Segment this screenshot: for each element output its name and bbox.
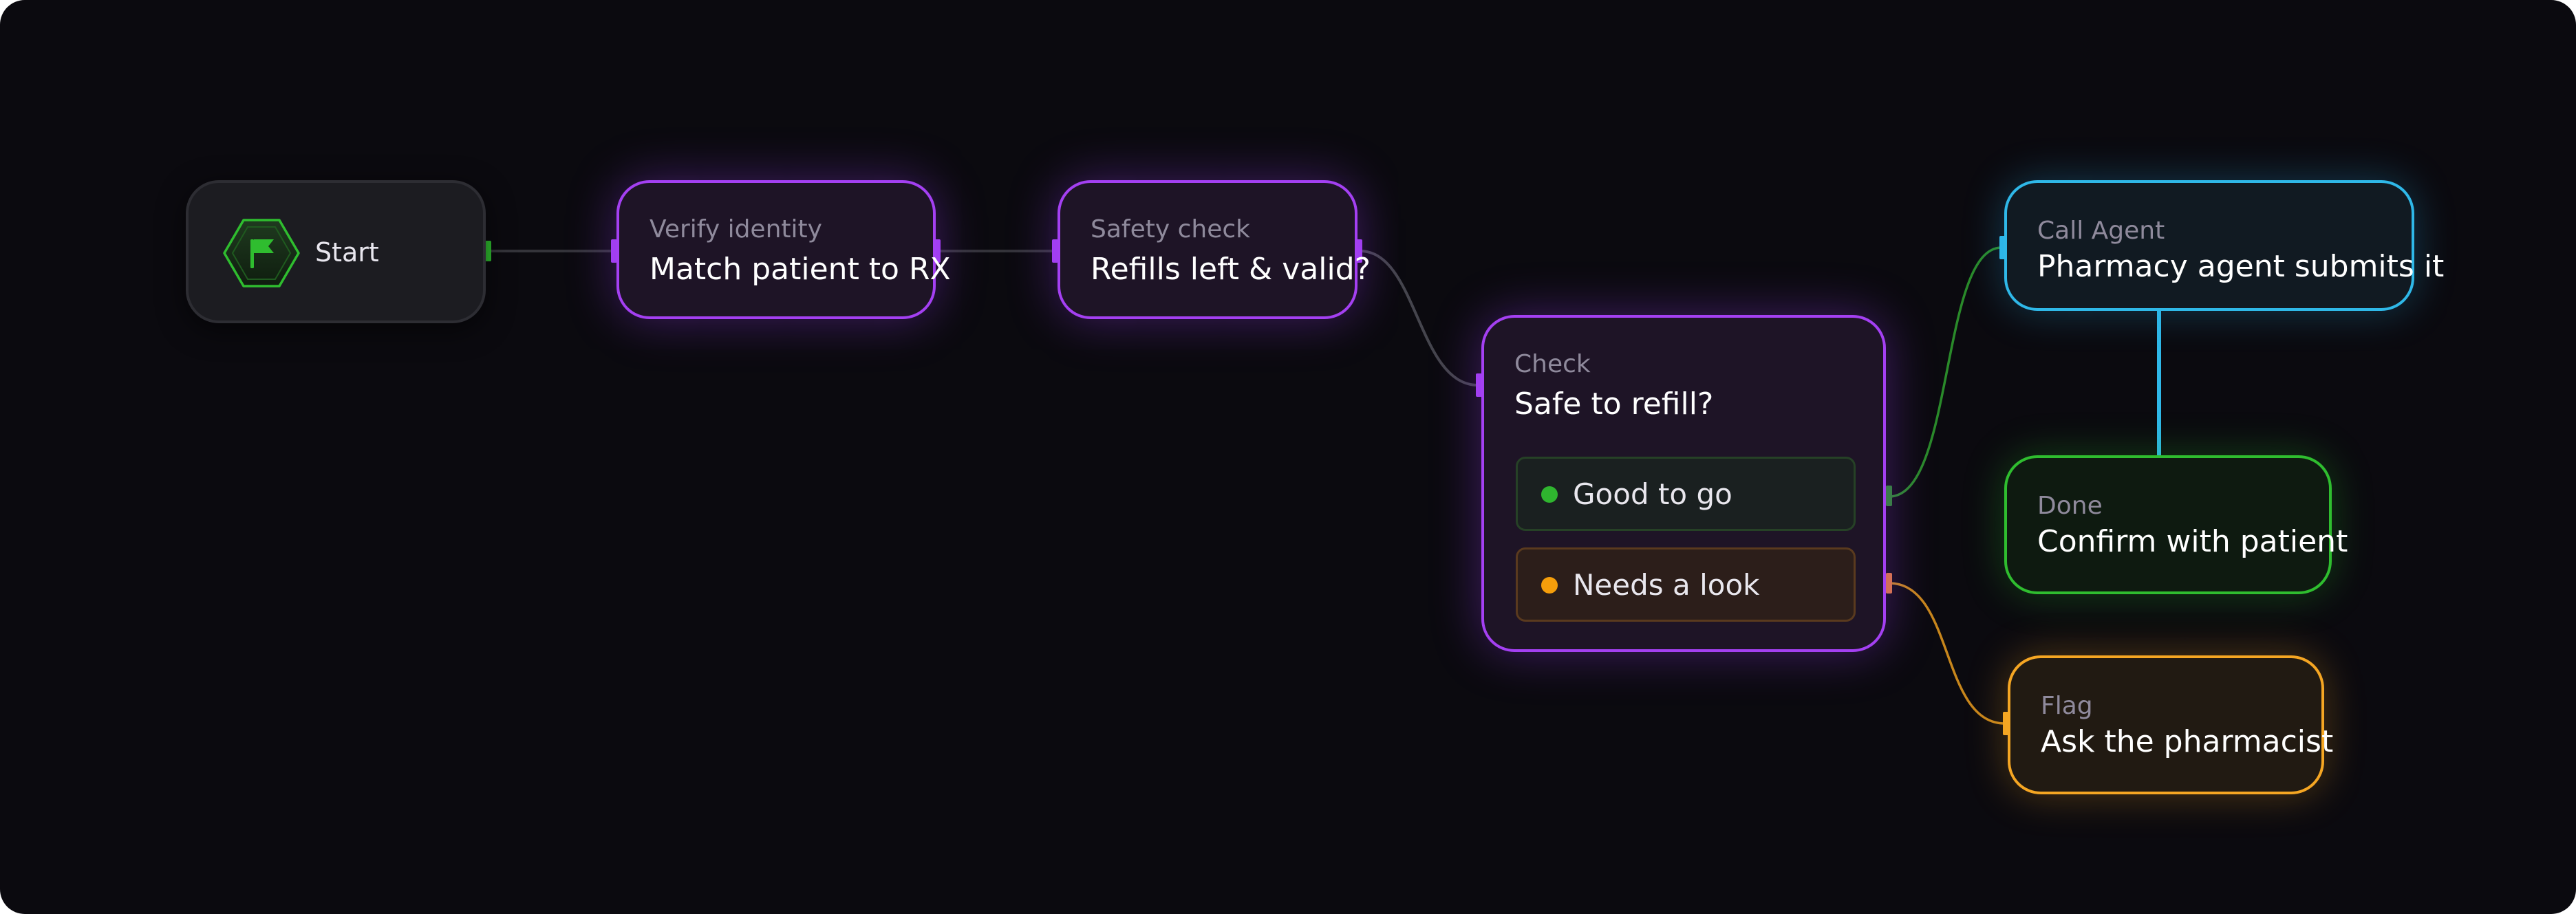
node-safety-label: Safety check [1091, 215, 1250, 243]
node-flag-label: Flag [2041, 692, 2093, 720]
flag-icon [223, 219, 300, 287]
node-check[interactable]: Check Safe to refill? Good to go Needs a… [1481, 315, 1886, 652]
node-safety-text: Refills left & valid? [1091, 252, 1371, 287]
node-start-label: Start [315, 237, 379, 268]
node-call-agent[interactable]: Call Agent Pharmacy agent submits it [2004, 180, 2444, 311]
node-start[interactable]: Start [186, 180, 486, 323]
node-verify-label: Verify identity [650, 215, 822, 243]
node-call-text: Pharmacy agent submits it [2037, 249, 2445, 284]
node-check-text: Safe to refill? [1514, 387, 1714, 422]
handle-good-out[interactable] [1886, 486, 1892, 506]
node-done-text: Confirm with patient [2037, 524, 2348, 559]
option-good-to-go[interactable]: Good to go [1516, 457, 1856, 531]
node-safety-check[interactable]: Safety check Refills left & valid? [1058, 180, 1371, 319]
edge-good-call [1889, 246, 2002, 498]
edge-safety-check [1360, 250, 1479, 387]
handle-look-out[interactable] [1886, 573, 1892, 594]
edge-look-flag [1889, 582, 2006, 725]
node-flag-text: Ask the pharmacist [2041, 724, 2334, 759]
node-done[interactable]: Done Confirm with patient [2004, 455, 2348, 594]
node-verify-identity[interactable]: Verify identity Match patient to RX [616, 180, 951, 319]
node-verify-text: Match patient to RX [650, 252, 951, 287]
option-look-label: Needs a look [1573, 568, 1760, 602]
status-dot-orange [1541, 577, 1558, 594]
option-good-label: Good to go [1573, 477, 1732, 511]
node-done-label: Done [2037, 492, 2103, 520]
handle-start-out[interactable] [485, 241, 491, 261]
status-dot-green [1541, 486, 1558, 503]
node-call-label: Call Agent [2037, 217, 2165, 245]
option-needs-a-look[interactable]: Needs a look [1516, 547, 1856, 622]
node-flag[interactable]: Flag Ask the pharmacist [2008, 655, 2333, 794]
node-check-label: Check [1514, 350, 1591, 378]
